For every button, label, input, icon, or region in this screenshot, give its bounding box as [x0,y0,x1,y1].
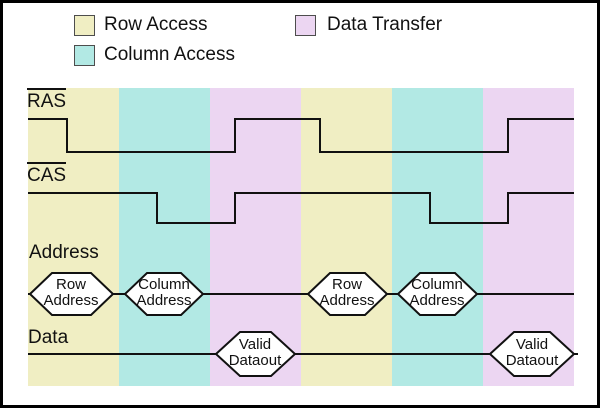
valid-dataout-hexagon-2 [488,331,576,377]
row-access-swatch [74,15,95,36]
ras-label: RAS [27,88,67,112]
legend-label-row-access: Row Access [104,14,208,35]
column-address-hexagon-2 [396,272,479,316]
column-access-swatch [74,45,95,66]
cas-label: CAS [27,162,67,186]
legend-label-column-access: Column Access [104,44,235,65]
band-row-access-2 [301,88,392,386]
column-address-hexagon-1 [123,272,205,316]
address-label: Address [29,242,99,263]
data-label: Data [28,327,69,348]
row-address-hexagon-1 [28,272,115,316]
valid-dataout-hexagon-1 [214,331,297,377]
band-row-access-1 [28,88,119,386]
cas-label-text: CAS [27,162,67,186]
ras-label-text: RAS [27,88,67,112]
cas-waveform [28,192,574,224]
band-column-access-1 [119,88,210,386]
legend-label-data-transfer: Data Transfer [327,14,443,35]
band-column-access-2 [392,88,483,386]
data-transfer-swatch [295,15,316,36]
row-address-hexagon-2 [306,272,389,316]
ras-waveform [28,118,574,153]
